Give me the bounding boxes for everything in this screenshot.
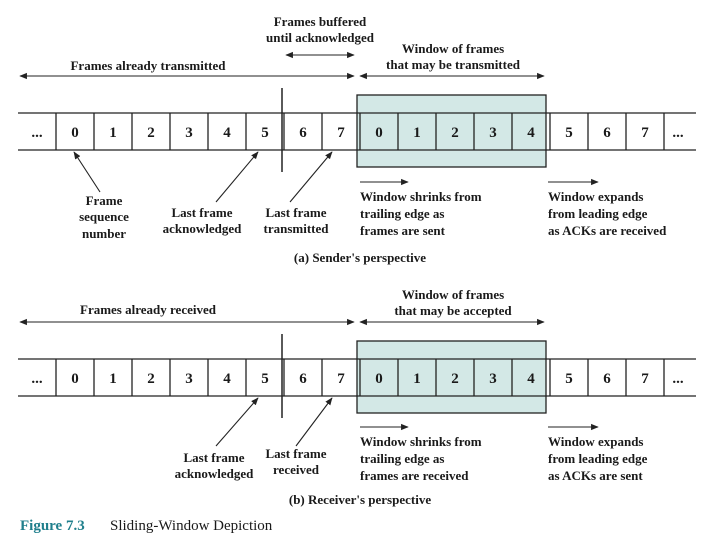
receiver-frame-number: 6 <box>603 371 611 387</box>
sender-dots-right: ... <box>672 125 684 141</box>
last-tx-label-line2: transmitted <box>264 221 330 236</box>
receiver-frame-number: 0 <box>71 371 79 387</box>
receiver-frame-number: 2 <box>451 371 459 387</box>
receiver-dots-left: ... <box>31 371 43 387</box>
receiver-frame-number: 5 <box>565 371 573 387</box>
rx-shrink-label-line1: Window shrinks from <box>360 434 482 449</box>
frames-received-label: Frames already received <box>80 302 217 317</box>
sender-frame-number: 7 <box>337 125 345 141</box>
rx-window-label-line2: that may be accepted <box>394 303 512 318</box>
sender-frame-number: 4 <box>223 125 231 141</box>
receiver-caption: (b) Receiver's perspective <box>289 492 431 507</box>
figure-title: Sliding-Window Depiction <box>110 518 273 534</box>
receiver-frame-number: 6 <box>299 371 307 387</box>
rx-last-rx-label-line2: received <box>273 462 320 477</box>
rx-last-rx-label-line1: Last frame <box>265 446 326 461</box>
last-ack-label-line2: acknowledged <box>163 221 243 236</box>
receiver-window-box <box>356 340 547 414</box>
last-tx-label-line1: Last frame <box>265 205 326 220</box>
sender-dots-left: ... <box>31 125 43 141</box>
frames-buffered-label-line2: until acknowledged <box>266 30 375 45</box>
frame-seq-label-line2: sequence <box>79 209 129 224</box>
sender-frame-number: 5 <box>565 125 573 141</box>
receiver-frame-number: 1 <box>413 371 421 387</box>
frame-seq-label-line3: number <box>82 226 126 241</box>
last-ack-pointer <box>215 151 259 203</box>
receiver-frame-number: 7 <box>337 371 345 387</box>
frame-seq-pointer <box>73 151 101 193</box>
sender-frame-number: 3 <box>489 125 497 141</box>
rx-shrink-label-line2: trailing edge as <box>360 451 445 466</box>
shrink-label-line1: Window shrinks from <box>360 189 482 204</box>
sender-panel: Frames buffered until acknowledged Frame… <box>18 14 696 265</box>
sender-frame-number: 3 <box>185 125 193 141</box>
receiver-frame-number: 4 <box>223 371 231 387</box>
frames-buffered-label-line1: Frames buffered <box>274 14 367 29</box>
window-label-line2: that may be transmitted <box>386 57 521 72</box>
receiver-frame-number: 7 <box>641 371 649 387</box>
sender-frame-number: 7 <box>641 125 649 141</box>
expand-label-line1: Window expands <box>548 189 644 204</box>
rx-last-ack-label-line1: Last frame <box>183 450 244 465</box>
rx-last-ack-pointer <box>215 397 259 447</box>
sender-frame-number: 4 <box>527 125 535 141</box>
figure-label: Figure 7.3 <box>20 518 85 534</box>
sender-frame-number: 2 <box>147 125 155 141</box>
receiver-frame-number: 0 <box>375 371 383 387</box>
rx-last-rx-pointer <box>295 397 333 447</box>
receiver-frame-number: 3 <box>489 371 497 387</box>
rx-expand-label-line1: Window expands <box>548 434 644 449</box>
expand-label-line3: as ACKs are received <box>548 223 667 238</box>
sender-frame-number: 1 <box>109 125 117 141</box>
shrink-label-line3: frames are sent <box>360 223 446 238</box>
receiver-frame-number: 1 <box>109 371 117 387</box>
rx-shrink-label-line3: frames are received <box>360 468 469 483</box>
rx-expand-label-line3: as ACKs are sent <box>548 468 643 483</box>
receiver-frame-number: 4 <box>527 371 535 387</box>
receiver-frame-number: 5 <box>261 371 269 387</box>
last-tx-pointer <box>289 151 333 203</box>
frame-seq-label-line1: Frame <box>86 193 123 208</box>
sender-frame-number: 0 <box>375 125 383 141</box>
last-ack-label-line1: Last frame <box>171 205 232 220</box>
receiver-panel: Frames already received Window of frames… <box>18 287 696 507</box>
receiver-dots-right: ... <box>672 371 684 387</box>
sender-caption: (a) Sender's perspective <box>294 250 426 265</box>
sender-frame-number: 1 <box>413 125 421 141</box>
shrink-label-line2: trailing edge as <box>360 206 445 221</box>
sender-frame-number: 6 <box>299 125 307 141</box>
window-label-line1: Window of frames <box>402 41 504 56</box>
expand-label-line2: from leading edge <box>548 206 648 221</box>
rx-last-ack-label-line2: acknowledged <box>175 466 255 481</box>
frames-transmitted-label: Frames already transmitted <box>70 58 226 73</box>
sender-frame-number: 0 <box>71 125 79 141</box>
sender-window-box <box>356 94 547 168</box>
sender-frame-number: 2 <box>451 125 459 141</box>
receiver-frame-number: 3 <box>185 371 193 387</box>
rx-window-label-line1: Window of frames <box>402 287 504 302</box>
sender-frame-strip: 0 1 2 3 4 5 6 7 0 1 2 3 4 5 6 7 <box>55 113 665 150</box>
sender-frame-number: 6 <box>603 125 611 141</box>
receiver-frame-strip: 0 1 2 3 4 5 6 7 0 1 2 3 4 5 6 7 <box>55 359 665 396</box>
receiver-frame-number: 2 <box>147 371 155 387</box>
sender-frame-number: 5 <box>261 125 269 141</box>
rx-expand-label-line2: from leading edge <box>548 451 648 466</box>
